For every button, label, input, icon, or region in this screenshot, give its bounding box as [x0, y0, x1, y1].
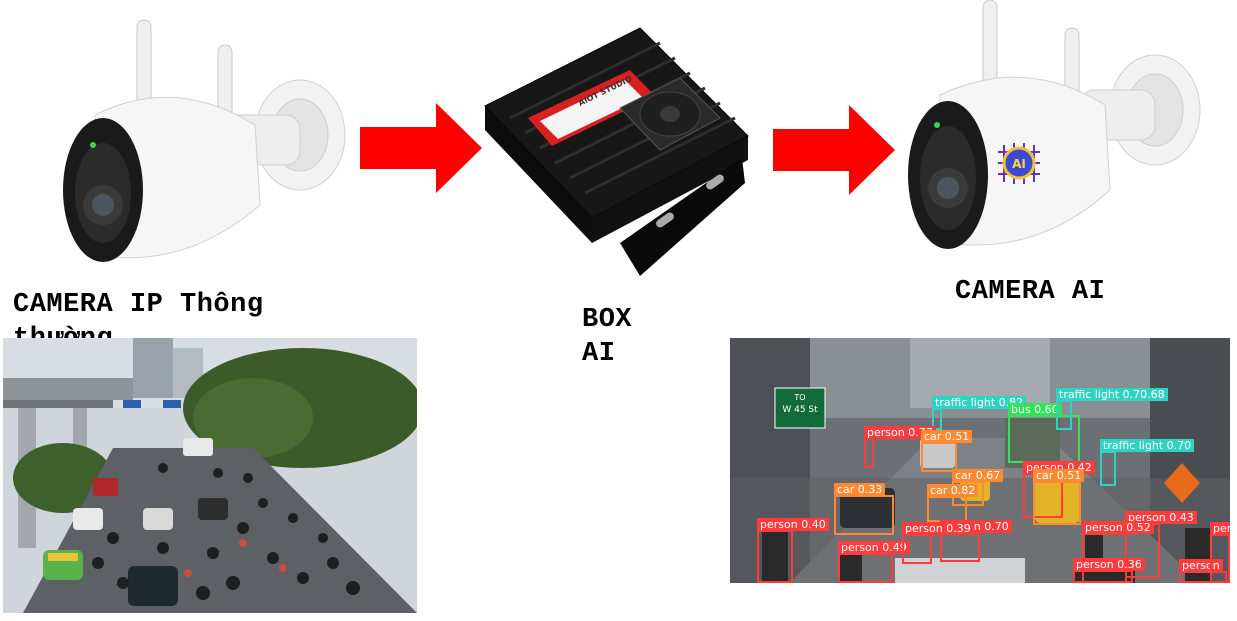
camera-ip-icon: [63, 19, 346, 262]
ai-chip-icon: AI: [998, 143, 1040, 184]
detection-label: pers: [1210, 522, 1230, 535]
detection-box: person 0.49: [838, 541, 910, 583]
detection-label: person 0.39: [902, 522, 974, 535]
detection-box: person 0.70: [940, 520, 1012, 562]
traffic-photo-raw: [3, 338, 417, 613]
street-sign-text: TO: [793, 393, 805, 402]
detection-box: person 0.36: [1073, 558, 1145, 583]
detection-label: car 0.67: [952, 469, 1004, 482]
detection-label: person 0.77: [864, 426, 936, 439]
arrow-right-2: [773, 105, 895, 195]
camera-ai-label: CAMERA AI: [955, 277, 1106, 307]
detection-box: pers: [1210, 522, 1230, 583]
detection-label: car 0.51: [921, 430, 973, 443]
svg-text:W 45 St: W 45 St: [782, 405, 818, 415]
detection-box: car 0.51: [1033, 469, 1085, 525]
traffic-photo-ai-detections: TO W 45 St traffic light 0.82 bus 0.60 t…: [730, 338, 1230, 583]
detection-label: person 0.36: [1073, 558, 1145, 571]
detection-label: bus 0.60: [1008, 403, 1062, 416]
detection-box: traffic light 0.70: [1100, 439, 1195, 486]
arrow-right-1: [360, 103, 482, 193]
detection-box: bus 0.60: [1008, 403, 1080, 463]
detection-box: person 0.39: [902, 522, 974, 564]
detection-label: person 0.40: [757, 518, 829, 531]
detection-label: car 0.82: [927, 484, 979, 497]
detection-label: person 0.52: [1082, 521, 1154, 534]
detection-box: person 0.77: [864, 426, 936, 468]
detection-label: traffic light 0.70.68: [1056, 388, 1168, 401]
detection-label: car 0.51: [1033, 469, 1085, 482]
box-ai-label: BOX AI: [582, 305, 633, 369]
detection-box: person 0.52: [1082, 521, 1154, 583]
detection-box: car 0.51: [921, 430, 973, 472]
detection-box: car 0.82: [927, 484, 979, 522]
detection-box: person 0.40: [757, 518, 829, 583]
detection-label: person 0.49: [838, 541, 910, 554]
camera-ai-icon: AI: [908, 0, 1201, 249]
detection-label: person 0.43: [1125, 511, 1197, 524]
box-ai-device-icon: AIOT STUDIO: [484, 27, 749, 276]
detection-box: traffic light 0.70.68: [1056, 388, 1168, 430]
detection-label: traffic light 0.70: [1100, 439, 1195, 452]
detection-label: car 0.33: [834, 483, 886, 496]
camera-ip-image: [55, 15, 355, 270]
box-ai-image: AIOT STUDIO: [480, 18, 765, 283]
ai-badge-text: AI: [1012, 157, 1026, 171]
detection-box: car 0.33: [834, 483, 894, 535]
detection-label: traffic light 0.82: [932, 396, 1027, 409]
detection-box: traffic light 0.82: [932, 396, 1027, 430]
camera-ai-image: AI: [900, 0, 1205, 260]
